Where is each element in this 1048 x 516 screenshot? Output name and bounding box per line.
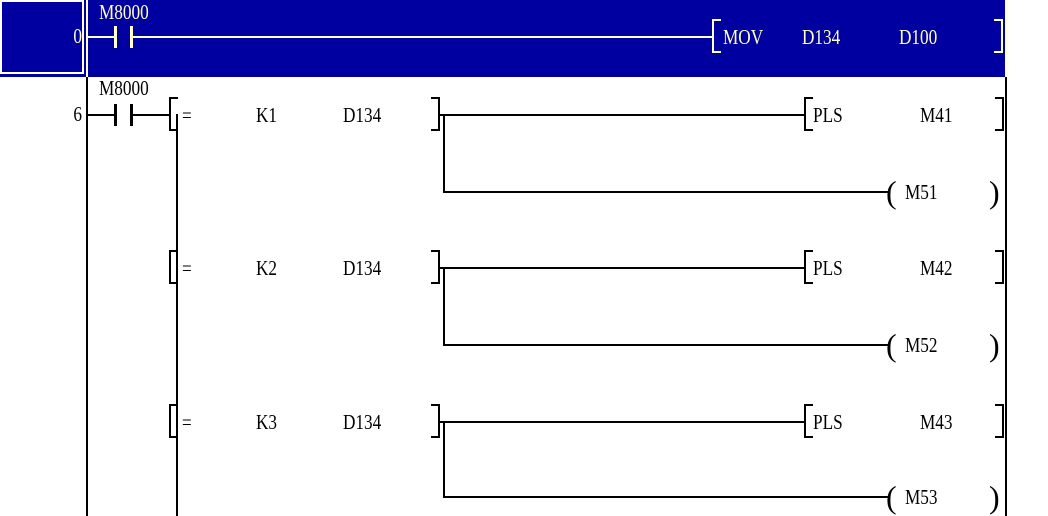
- instruction-close-bracket: [995, 404, 1004, 438]
- wire-h: [88, 36, 116, 38]
- instruction-open-bracket: [712, 19, 721, 53]
- step-number: 6: [73, 102, 82, 126]
- compare-op[interactable]: =: [182, 103, 192, 127]
- compare-arg[interactable]: D134: [343, 103, 382, 127]
- right-power-rail: [1005, 0, 1007, 77]
- instruction-arg[interactable]: D134: [802, 25, 841, 49]
- wire-h: [438, 114, 806, 116]
- wire-h: [88, 114, 116, 116]
- contact-m8000[interactable]: [112, 24, 138, 50]
- instruction-arg[interactable]: D100: [899, 25, 938, 49]
- coil-close-paren: ): [989, 174, 1000, 210]
- pulse-op[interactable]: PLS: [813, 410, 843, 434]
- coil-open-paren: (: [886, 174, 897, 210]
- step-number: 0: [73, 24, 82, 48]
- pulse-arg[interactable]: M43: [920, 410, 953, 434]
- contact-m8000[interactable]: [112, 102, 138, 128]
- wire-h: [438, 267, 806, 269]
- contact-label: M8000: [99, 76, 149, 100]
- instruction-open-bracket: [804, 404, 813, 438]
- pulse-op[interactable]: PLS: [813, 103, 843, 127]
- wire-h: [443, 496, 888, 498]
- coil-open-paren: (: [886, 327, 897, 363]
- instruction-close-bracket: [994, 19, 1003, 53]
- pulse-arg[interactable]: M41: [920, 103, 953, 127]
- coil-label[interactable]: M53: [905, 485, 938, 509]
- pulse-op[interactable]: PLS: [813, 256, 843, 280]
- coil-label[interactable]: M51: [905, 180, 938, 204]
- wire-v: [443, 114, 445, 193]
- instruction-close-bracket: [995, 250, 1004, 284]
- compare-arg[interactable]: K2: [256, 256, 278, 280]
- instruction-open-bracket: [804, 97, 813, 131]
- coil-close-paren: ): [989, 327, 1000, 363]
- compare-arg[interactable]: D134: [343, 410, 382, 434]
- pulse-arg[interactable]: M42: [920, 256, 953, 280]
- compare-open-bracket: [169, 97, 178, 131]
- wire-h: [443, 344, 888, 346]
- wire-v: [443, 267, 445, 346]
- coil-close-paren: ): [989, 479, 1000, 515]
- wire-v: [443, 421, 445, 498]
- instruction-close-bracket: [995, 97, 1004, 131]
- wire-h: [133, 114, 170, 116]
- wire-h: [133, 36, 713, 38]
- wire-h: [438, 421, 806, 423]
- compare-op[interactable]: =: [182, 256, 192, 280]
- instruction-op[interactable]: MOV: [723, 25, 764, 49]
- compare-arg[interactable]: K3: [256, 410, 278, 434]
- contact-label: M8000: [99, 0, 149, 24]
- compare-arg[interactable]: D134: [343, 256, 382, 280]
- branch-rail: [176, 114, 178, 516]
- left-power-rail: [86, 77, 88, 516]
- edit-cursor[interactable]: [0, 0, 84, 74]
- coil-label[interactable]: M52: [905, 333, 938, 357]
- wire-h: [443, 191, 888, 193]
- compare-open-bracket: [169, 250, 178, 284]
- coil-open-paren: (: [886, 479, 897, 515]
- selected-rung-highlight: [0, 0, 1007, 77]
- compare-arg[interactable]: K1: [256, 103, 278, 127]
- right-power-rail: [1005, 77, 1007, 516]
- compare-op[interactable]: =: [182, 410, 192, 434]
- instruction-open-bracket: [804, 250, 813, 284]
- compare-open-bracket: [169, 404, 178, 438]
- left-power-rail: [86, 0, 88, 77]
